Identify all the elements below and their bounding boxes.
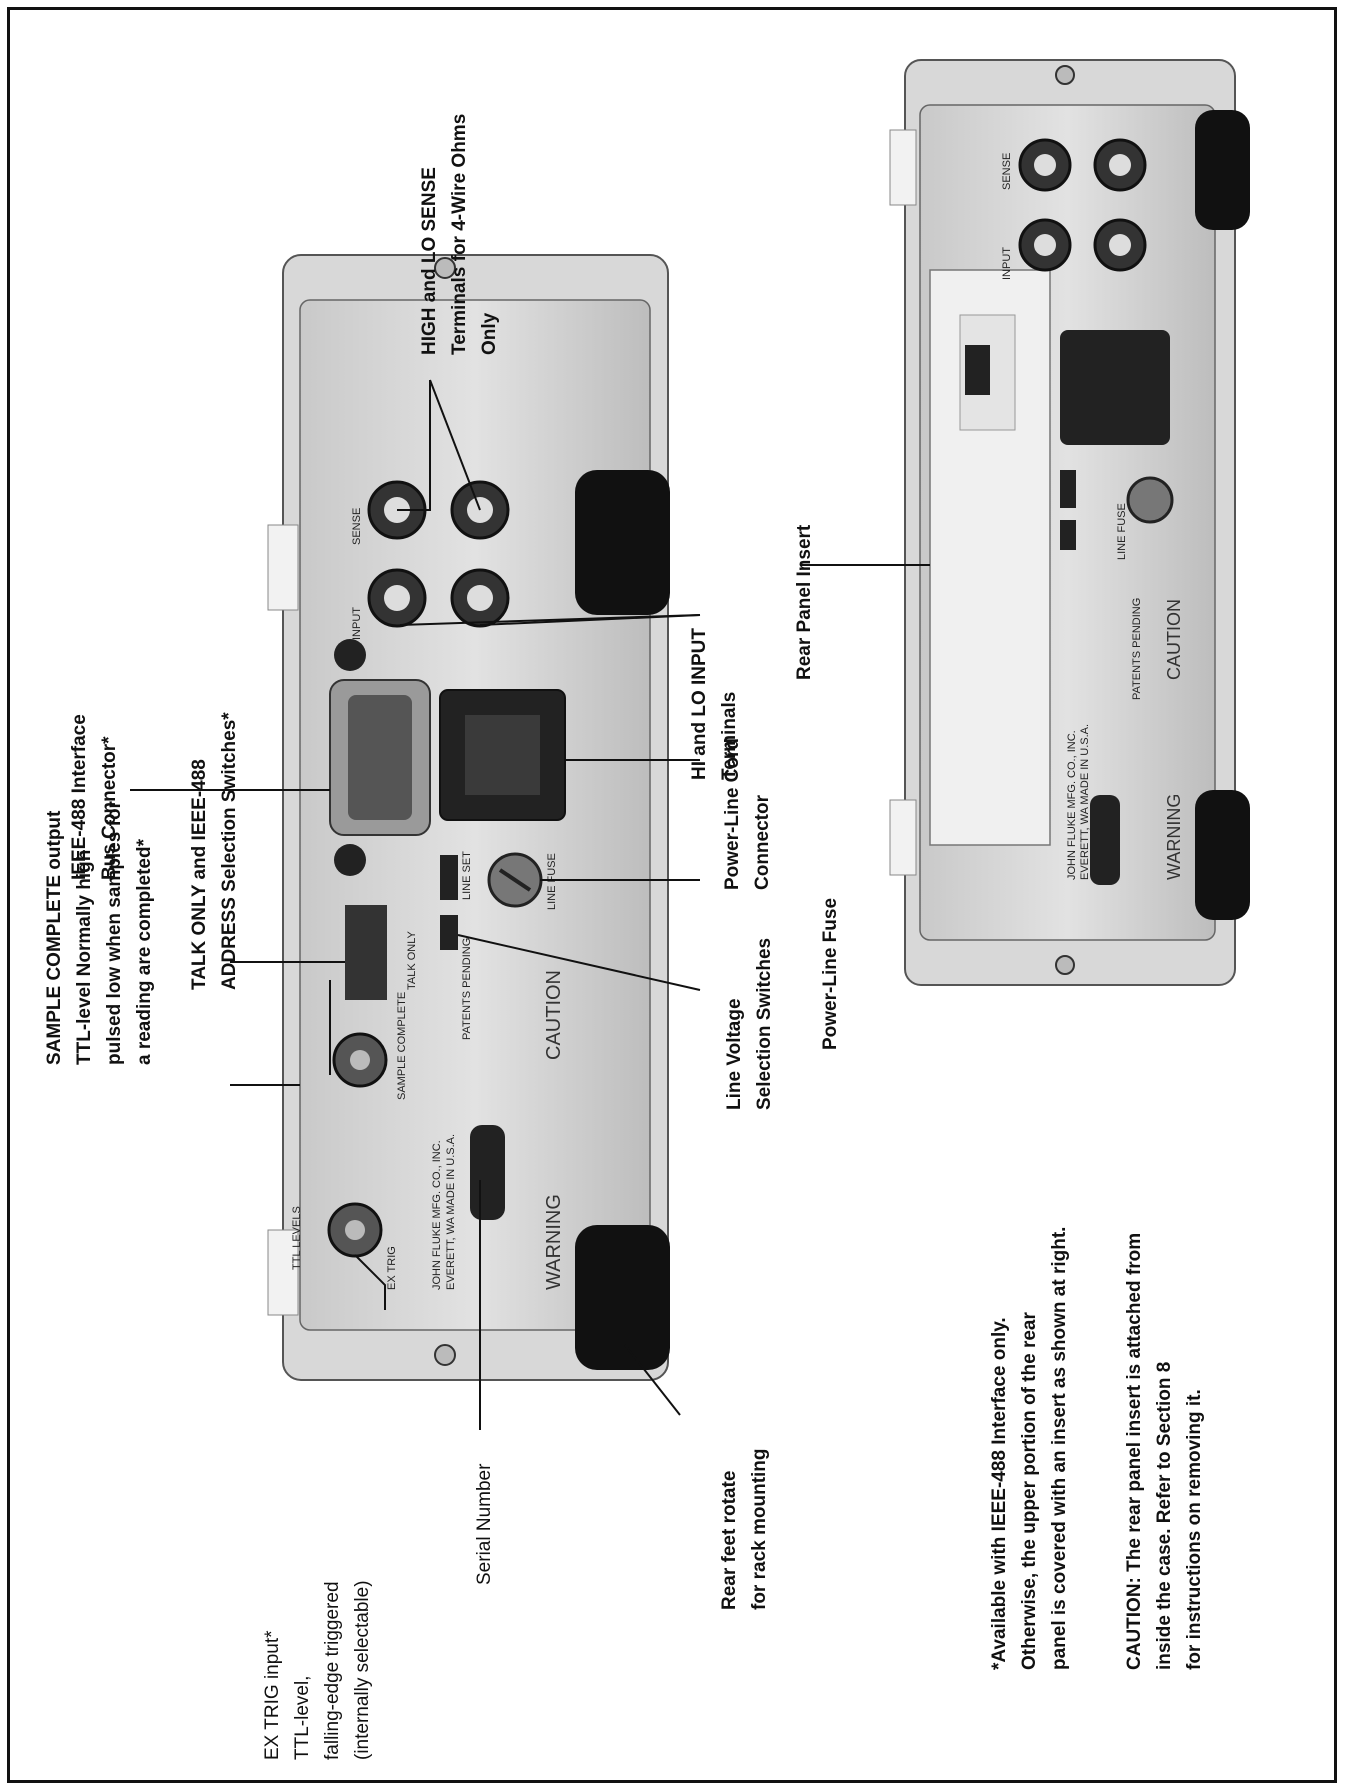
leader-lines bbox=[130, 379, 930, 1430]
callout-power-cord: Power-Line Cord Connector bbox=[722, 733, 773, 890]
panel-input-text: INPUT bbox=[351, 607, 363, 640]
note-caution: CAUTION: The rear panel insert is attach… bbox=[1124, 1228, 1205, 1670]
right-instrument: WARNING CAUTION JOHN FLUKE MFG. CO., INC… bbox=[889, 59, 1250, 986]
connector-screw-icon bbox=[334, 639, 366, 671]
footnotes: *Available with IEEE-488 Interface only.… bbox=[989, 1227, 1205, 1670]
right-side-tab-top bbox=[889, 129, 917, 206]
panel-talk-only-text: TALK ONLY bbox=[406, 930, 418, 990]
callout-line-voltage: Line Voltage Selection Switches bbox=[724, 938, 775, 1110]
leader-ex-trig bbox=[354, 1254, 386, 1310]
left-side-tab-bottom bbox=[267, 1229, 299, 1316]
callout-serial-number: Serial Number bbox=[474, 1463, 495, 1585]
right-rear-foot-bottom bbox=[1195, 790, 1250, 920]
panel-maker-text: JOHN FLUKE MFG. CO., INC. bbox=[431, 1140, 443, 1290]
svg-text:EVERETT, WA MADE IN U.S.A.: EVERETT, WA MADE IN U.S.A. bbox=[1079, 724, 1091, 880]
note-available: *Available with IEEE-488 Interface only.… bbox=[989, 1227, 1070, 1670]
line-voltage-switch bbox=[440, 915, 458, 950]
right-side-tab-bottom bbox=[889, 799, 917, 876]
svg-text:SENSE: SENSE bbox=[1001, 153, 1013, 190]
callout-ex-trig: EX TRIG input* TTL-level, falling-edge t… bbox=[262, 1576, 373, 1760]
panel-caution-text: CAUTION bbox=[543, 970, 565, 1060]
panel-sense-text: SENSE bbox=[351, 508, 363, 545]
line-voltage-switch bbox=[440, 855, 458, 900]
callout-hi-lo-sense: HIGH and LO SENSE Terminals for 4-Wire O… bbox=[419, 108, 500, 355]
callout-ieee-connector: IEEE-488 Interface Bus Connector* bbox=[69, 709, 120, 880]
svg-text:CAUTION: CAUTION bbox=[1164, 599, 1184, 680]
callout-hi-lo-input: HI and LO INPUT Terminals bbox=[689, 623, 740, 780]
screw-icon bbox=[1055, 65, 1075, 85]
left-instrument: WARNING CAUTION JOHN FLUKE MFG. CO., INC… bbox=[267, 254, 670, 1381]
left-rear-foot-bottom bbox=[575, 1225, 670, 1370]
svg-text:LINE FUSE: LINE FUSE bbox=[1116, 503, 1128, 560]
panel-patents-text: PATENTS PENDING bbox=[461, 938, 473, 1040]
panel-warning-text: WARNING bbox=[543, 1194, 565, 1290]
line-voltage-switch bbox=[1060, 470, 1076, 508]
connector-screw-icon bbox=[334, 844, 366, 876]
callout-labels: SAMPLE COMPLETE output TTL-level Normall… bbox=[44, 108, 841, 1760]
callout-rear-panel-insert: Rear Panel Insert bbox=[794, 524, 815, 680]
leader-rear-feet bbox=[624, 1344, 681, 1416]
callout-power-line-fuse: Power-Line Fuse bbox=[820, 898, 841, 1050]
leader-hi-lo-sense bbox=[397, 380, 431, 511]
panel-ttl-levels-text: TTL LEVELS bbox=[291, 1206, 303, 1270]
svg-text:JOHN FLUKE MFG. CO., INC.: JOHN FLUKE MFG. CO., INC. bbox=[1066, 730, 1078, 880]
callout-sample-complete: SAMPLE COMPLETE output TTL-level Normall… bbox=[44, 796, 155, 1065]
screw-icon bbox=[434, 257, 456, 279]
panel-line-fuse-text: LINE FUSE bbox=[546, 853, 558, 910]
right-rear-foot-top bbox=[1195, 110, 1250, 230]
callout-rear-feet: Rear feet rotate for rack mounting bbox=[719, 1448, 770, 1610]
left-panel-printing: WARNING CAUTION bbox=[543, 970, 565, 1290]
fuse-holder bbox=[1126, 476, 1174, 524]
address-dip-switches bbox=[345, 905, 387, 1000]
panel-sample-complete-text: SAMPLE COMPLETE bbox=[396, 992, 408, 1100]
left-side-tab-top bbox=[267, 524, 299, 611]
left-rear-foot-top bbox=[575, 470, 670, 615]
leader-line-voltage bbox=[457, 934, 701, 991]
svg-text:WARNING: WARNING bbox=[1164, 794, 1184, 880]
line-voltage-switch bbox=[1060, 520, 1076, 550]
svg-text:PATENTS PENDING: PATENTS PENDING bbox=[1131, 598, 1143, 700]
svg-text:INPUT: INPUT bbox=[1001, 247, 1013, 280]
panel-line-set-text: LINE SET bbox=[461, 851, 473, 900]
callout-talk-only: TALK ONLY and IEEE-488 ADDRESS Selection… bbox=[189, 712, 240, 990]
left-terminals bbox=[367, 480, 510, 628]
serial-number-plate bbox=[1090, 795, 1120, 885]
panel-made-in-text: EVERETT, WA MADE IN U.S.A. bbox=[445, 1134, 457, 1290]
panel-ex-trig-text: EX TRIG bbox=[386, 1246, 398, 1290]
screw-icon bbox=[434, 1344, 456, 1366]
power-cord-connector bbox=[1060, 330, 1170, 445]
serial-number-plate bbox=[470, 1125, 505, 1220]
screw-icon bbox=[1055, 955, 1075, 975]
